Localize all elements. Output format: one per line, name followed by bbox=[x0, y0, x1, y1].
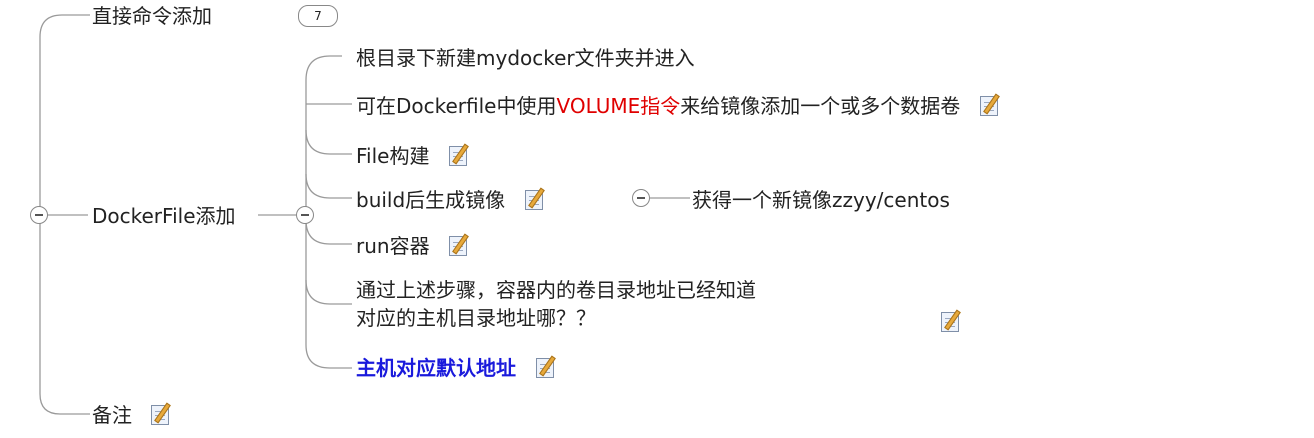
node-host-default-address[interactable]: 主机对应默认地址 bbox=[356, 352, 559, 382]
node-label: 获得一个新镜像zzyy/centos bbox=[692, 187, 950, 212]
node-label: 直接命令添加 bbox=[92, 3, 212, 28]
collapse-minus-icon[interactable] bbox=[296, 206, 314, 224]
node-mkdir-mydocker[interactable]: 根目录下新建mydocker文件夹并进入 bbox=[356, 42, 695, 72]
node-direct-command[interactable]: 直接命令添加 bbox=[92, 0, 212, 30]
node-label-line1: 通过上述步骤，容器内的卷目录地址已经知道 bbox=[356, 278, 756, 302]
node-build-image[interactable]: build后生成镜像 bbox=[356, 184, 548, 214]
node-label: build后生成镜像 bbox=[356, 187, 506, 212]
node-label-post: 来给镜像添加一个或多个数据卷 bbox=[680, 93, 961, 118]
note-pencil-icon[interactable] bbox=[448, 233, 472, 258]
node-host-path-question[interactable]: 通过上述步骤，容器内的卷目录地址已经知道 对应的主机目录地址哪？？ bbox=[356, 276, 756, 332]
note-pencil-icon[interactable] bbox=[535, 355, 559, 380]
note-pencil-icon[interactable] bbox=[448, 143, 472, 168]
node-volume-instruction[interactable]: 可在Dockerfile中使用VOLUME指令来给镜像添加一个或多个数据卷 bbox=[356, 90, 1003, 120]
node-new-image[interactable]: 获得一个新镜像zzyy/centos bbox=[692, 184, 950, 214]
note-pencil-icon[interactable] bbox=[150, 402, 174, 427]
collapse-minus-icon[interactable] bbox=[632, 189, 650, 207]
node-label-red: VOLUME指令 bbox=[556, 93, 681, 118]
node-label-pre: 可在Dockerfile中使用 bbox=[356, 93, 557, 118]
node-label: File构建 bbox=[356, 143, 430, 168]
node-label-line2: 对应的主机目录地址哪？？ bbox=[356, 306, 596, 330]
collapse-minus-icon[interactable] bbox=[30, 206, 48, 224]
node-label: DockerFile添加 bbox=[92, 203, 236, 228]
node-dockerfile-add[interactable]: DockerFile添加 bbox=[92, 200, 236, 230]
node-label: 备注 bbox=[92, 402, 132, 427]
note-pencil-icon[interactable] bbox=[524, 187, 548, 212]
count-badge[interactable]: 7 bbox=[298, 5, 338, 27]
node-remark[interactable]: 备注 bbox=[92, 399, 174, 429]
node-label: run容器 bbox=[356, 233, 430, 258]
node-file-build[interactable]: File构建 bbox=[356, 140, 472, 170]
node-label: 主机对应默认地址 bbox=[356, 355, 516, 380]
node-label: 根目录下新建mydocker文件夹并进入 bbox=[356, 45, 695, 70]
node-run-container[interactable]: run容器 bbox=[356, 230, 472, 260]
note-pencil-icon[interactable] bbox=[940, 309, 964, 334]
note-pencil-icon[interactable] bbox=[979, 93, 1003, 118]
